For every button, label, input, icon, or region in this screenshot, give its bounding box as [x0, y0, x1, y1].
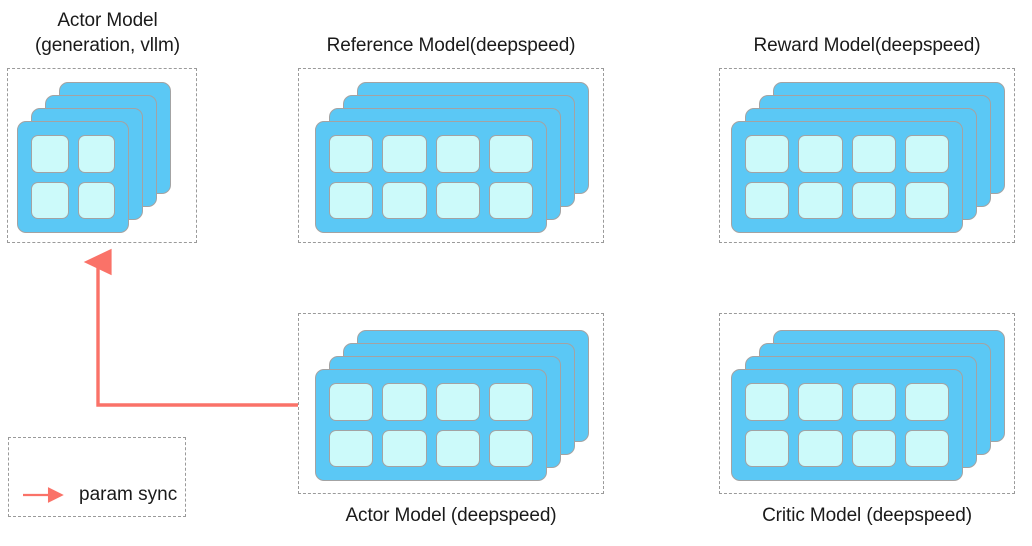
chip: [435, 383, 480, 421]
group-label-reward-model: Reward Model(deepspeed): [753, 35, 981, 56]
chip: [329, 429, 374, 467]
card-layer-1: [17, 121, 129, 233]
chip: [77, 181, 115, 219]
chip: [745, 135, 790, 173]
chip: [382, 135, 427, 173]
chip: [851, 135, 896, 173]
card-layer-1: [731, 369, 963, 481]
chip: [904, 429, 949, 467]
chip: [851, 383, 896, 421]
chip: [904, 135, 949, 173]
chip: [329, 181, 374, 219]
chip: [851, 181, 896, 219]
card-layer-1: [315, 121, 547, 233]
chip: [745, 429, 790, 467]
legend: param sync: [8, 437, 186, 517]
chip: [851, 429, 896, 467]
chip: [435, 429, 480, 467]
group-label-actor-vllm: Actor Model (generation, vllm): [35, 10, 180, 56]
param-sync-arrow-path: [83, 248, 298, 407]
legend-entry-param-sync: param sync: [21, 484, 177, 506]
group-label-critic-model: Critic Model (deepspeed): [762, 505, 972, 526]
chip: [435, 181, 480, 219]
group-label-reference-model: Reference Model(deepspeed): [326, 35, 576, 56]
chip: [745, 181, 790, 219]
group-boundary-reward-model: [719, 68, 1015, 243]
chip: [488, 135, 533, 173]
arrow-right-icon: [23, 487, 64, 503]
chip: [904, 181, 949, 219]
chip: [382, 429, 427, 467]
group-boundary-actor-deepspeed: [298, 313, 604, 494]
chip: [488, 383, 533, 421]
group-boundary-critic-model: [719, 313, 1015, 494]
card-layer-1: [731, 121, 963, 233]
chip: [329, 383, 374, 421]
chip: [798, 135, 843, 173]
group-label-actor-deepspeed: Actor Model (deepspeed): [345, 505, 557, 526]
chip: [798, 181, 843, 219]
chip: [435, 135, 480, 173]
card-layer-1: [315, 369, 547, 481]
chip: [798, 429, 843, 467]
chip: [488, 429, 533, 467]
chip: [31, 135, 69, 173]
chip: [745, 383, 790, 421]
chip: [798, 383, 843, 421]
chip: [382, 383, 427, 421]
legend-label-param-sync: param sync: [79, 484, 178, 505]
chip: [904, 383, 949, 421]
chip: [31, 181, 69, 219]
chip: [77, 135, 115, 173]
group-boundary-reference-model: [298, 68, 604, 243]
chip: [382, 181, 427, 219]
chip: [329, 135, 374, 173]
group-boundary-actor-vllm: [7, 68, 197, 243]
chip: [488, 181, 533, 219]
